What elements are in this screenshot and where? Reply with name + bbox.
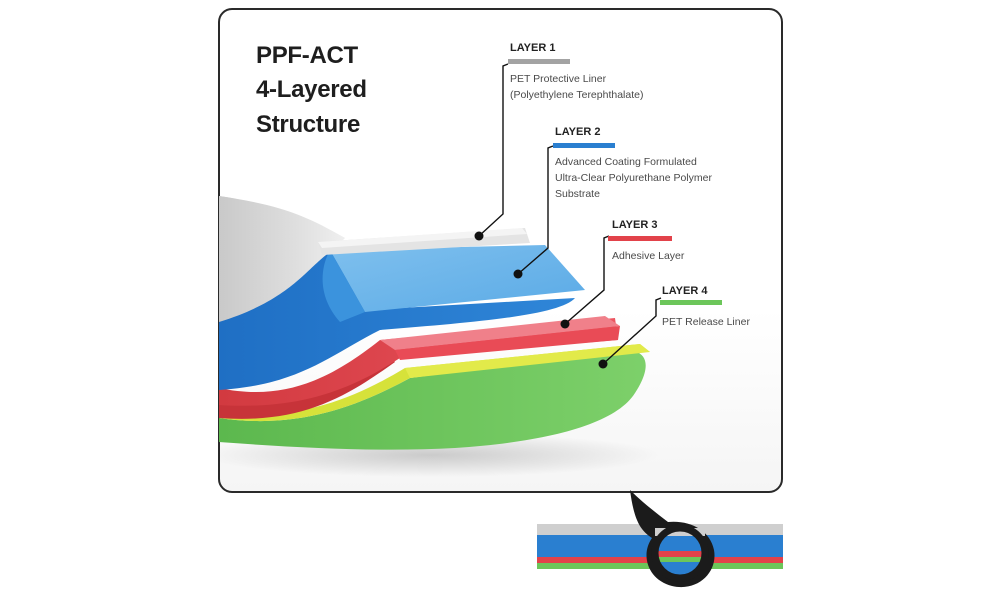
layer-1-color-bar (508, 59, 570, 64)
layer-1-marker (474, 231, 484, 241)
layer-1-label: LAYER 1 (510, 42, 556, 54)
layer-3-label: LAYER 3 (612, 219, 658, 231)
title-line-2: 4-Layered (256, 76, 367, 103)
title-line-3: Structure (256, 111, 360, 138)
layer-3-color-bar (608, 236, 672, 241)
layer-1-desc-line-1: PET Protective Liner (510, 73, 607, 85)
layer-4-label: LAYER 4 (662, 285, 708, 297)
layer-2-desc-line-3: Substrate (555, 188, 600, 200)
layer-2-color-bar (553, 143, 615, 148)
layer-3-leader (564, 235, 610, 325)
layer-2-leader (517, 145, 554, 275)
magnifier-icon (630, 490, 715, 588)
layer-4-desc-line-1: PET Release Liner (662, 316, 750, 328)
layer-3-marker (560, 319, 570, 329)
layer-2-marker (513, 269, 523, 279)
layer-2-desc-line-1: Advanced Coating Formulated (555, 156, 697, 168)
layer-2-label: LAYER 2 (555, 126, 601, 138)
layer-4-shape (219, 344, 650, 450)
layer-3-desc-line-1: Adhesive Layer (612, 250, 685, 262)
layer-2-shape (219, 240, 585, 390)
layer-4-leader (602, 297, 662, 365)
layer-4-marker (598, 359, 608, 369)
layer-4-color-bar (660, 300, 722, 305)
title-line-1: PPF-ACT (256, 42, 358, 69)
layer-1-leader (478, 63, 509, 237)
layer-2-desc-line-2: Ultra-Clear Polyurethane Polymer (555, 172, 712, 184)
layer-1-desc-line-2: (Polyethylene Terephthalate) (510, 89, 644, 101)
layer-3-shape (219, 316, 620, 419)
